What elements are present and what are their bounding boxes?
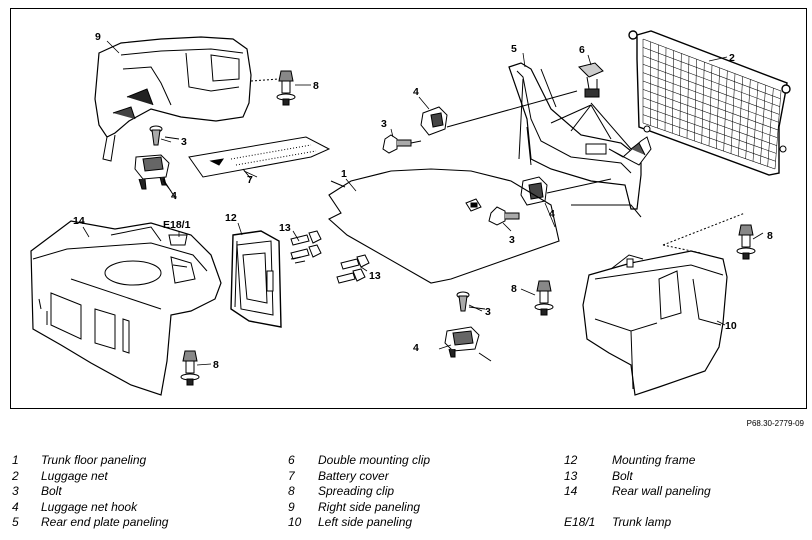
callout-3d: 3 [485, 306, 491, 318]
legend-number: 4 [12, 499, 19, 514]
spreading-clip-8b [180, 350, 200, 386]
callout-3b: 3 [381, 118, 387, 130]
luggage-net [628, 30, 791, 176]
legend-number: 12 [564, 453, 578, 467]
callout-4b: 4 [413, 86, 419, 98]
legend-label: Trunk lamp [612, 515, 672, 529]
callout-8d: 8 [767, 230, 773, 242]
bolt-3b [382, 134, 422, 154]
callout-5: 5 [511, 43, 517, 55]
spreading-clip-8a [276, 70, 296, 106]
callout-1: 1 [341, 168, 347, 180]
callout-9: 9 [95, 31, 101, 43]
legend-number: 10 [288, 515, 302, 529]
callout-2: 2 [729, 52, 735, 64]
legend-label: Luggage net [41, 468, 108, 483]
legend-label: Double mounting clip [318, 453, 431, 467]
callout-labels: 9 6 5 2 8 4 3 3 1 7 4 4 14 12 E18/1 13 3… [73, 31, 773, 371]
rear-wall-paneling [30, 220, 222, 396]
legend-label: Bolt [612, 468, 633, 483]
left-side-paneling [582, 250, 728, 396]
spreading-clip-8d [736, 224, 756, 260]
legend-number: 6 [288, 453, 295, 467]
callout-10: 10 [725, 320, 737, 332]
trunk-floor-paneling [328, 168, 560, 284]
leader-lines [82, 40, 764, 366]
legend-number: 5 [12, 515, 19, 529]
luggage-net-hook-4c [520, 176, 548, 206]
legend-label: Trunk floor paneling [41, 453, 147, 467]
double-mounting-clip [578, 62, 604, 98]
bolt-3a [149, 125, 163, 146]
legend-label: Spreading clip [318, 484, 395, 498]
legend-number: 8 [288, 484, 295, 498]
legend-number: E18/1 [564, 515, 596, 529]
bolt-3c [488, 206, 520, 226]
callout-4a: 4 [171, 190, 177, 202]
rear-end-plate-paneling [508, 62, 652, 218]
callout-14: 14 [73, 215, 85, 227]
bolt-3d [456, 291, 470, 312]
exploded-diagram: 9 6 5 2 8 4 3 3 1 7 4 4 14 12 E18/1 13 3… [10, 8, 807, 409]
legend-label: Luggage net hook [41, 499, 138, 514]
mounting-frame [230, 230, 282, 328]
bolts-13 [290, 230, 370, 284]
legend-label: Battery cover [318, 468, 389, 483]
callout-4d: 4 [413, 342, 419, 354]
callout-13b: 13 [369, 270, 381, 282]
callout-4c: 4 [549, 208, 555, 220]
callout-3a: 3 [181, 136, 187, 148]
callout-8c: 8 [511, 283, 517, 295]
battery-cover [188, 136, 331, 178]
legend-label: Mounting frame [612, 453, 696, 467]
legend-label: Bolt [41, 484, 62, 498]
callout-6: 6 [579, 44, 585, 56]
luggage-net-hook-4d [444, 326, 480, 358]
legend-label: Rear wall paneling [612, 484, 711, 498]
right-side-paneling [94, 36, 252, 162]
legend-number: 14 [564, 484, 578, 498]
spreading-clip-8c [534, 280, 554, 316]
callout-8b: 8 [213, 359, 219, 371]
trunk-lamp [168, 234, 188, 246]
legend-label: Left side paneling [318, 515, 413, 529]
legend-label: Rear end plate paneling [41, 515, 169, 529]
callout-13a: 13 [279, 222, 291, 234]
legend-number: 9 [288, 499, 295, 514]
luggage-net-hook-4a [134, 154, 170, 190]
callout-3c: 3 [509, 234, 515, 246]
legend-number: 1 [12, 453, 19, 467]
callout-e18-1: E18/1 [163, 219, 191, 231]
legend-label: Right side paneling [318, 499, 421, 514]
legend-number: 3 [12, 484, 19, 498]
callout-7: 7 [247, 174, 253, 186]
legend-number: 2 [12, 468, 19, 483]
legend-number: 7 [288, 468, 295, 483]
luggage-net-hook-4b [420, 106, 448, 136]
callout-12: 12 [225, 212, 237, 224]
legend-number: 13 [564, 468, 578, 483]
callout-8a: 8 [313, 80, 319, 92]
figure-code: P68.30-2779-09 [746, 419, 804, 428]
